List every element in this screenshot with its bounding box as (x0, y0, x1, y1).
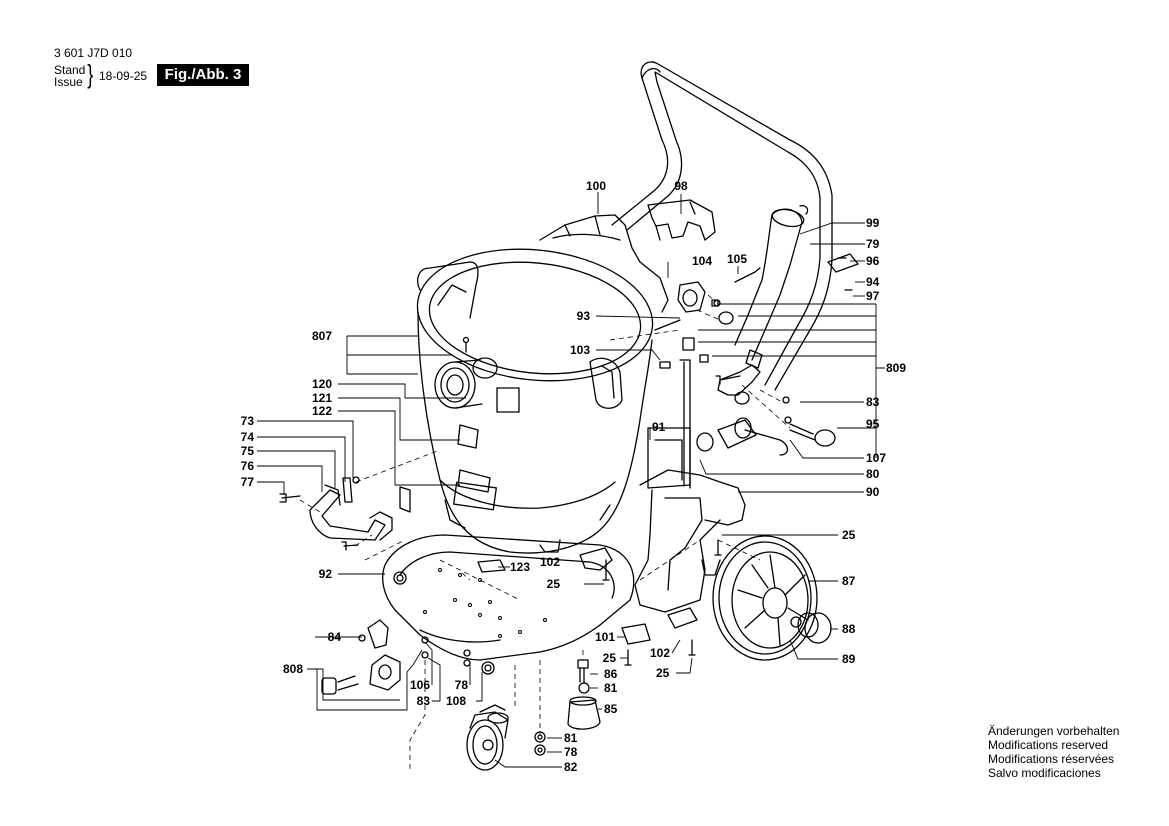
callout-121: 121 (312, 391, 332, 405)
callout-74: 74 (241, 430, 255, 444)
issue-label: Issue (54, 75, 83, 89)
callout-92: 92 (319, 567, 333, 581)
push-handle (611, 61, 833, 391)
swivel-caster (466, 704, 509, 771)
callout-76: 76 (241, 459, 255, 473)
callout-82: 82 (564, 760, 578, 774)
callout-79: 79 (866, 237, 880, 251)
callout-108: 108 (446, 694, 466, 708)
callout-104: 104 (692, 254, 712, 268)
callout-106: 106 (410, 678, 430, 692)
callout-103: 103 (570, 343, 590, 357)
callout-numbers: 100 98 99 79 104 105 96 94 97 93 809 103… (241, 179, 907, 774)
callout-25-b: 25 (547, 577, 561, 591)
issue-date: 18-09-25 (99, 69, 148, 83)
base-plate (382, 534, 635, 661)
callout-81-a: 81 (604, 681, 618, 695)
wheel-cap (790, 612, 832, 644)
callout-78-b: 78 (564, 745, 578, 759)
note-english: Modifications reserved (988, 738, 1109, 752)
callout-122: 122 (312, 404, 332, 418)
chassis-frame (634, 359, 746, 613)
callout-77: 77 (241, 475, 255, 489)
callout-78-a: 78 (455, 678, 469, 692)
note-french: Modifications réservées (988, 752, 1115, 766)
callout-101: 101 (595, 630, 615, 644)
callout-809: 809 (886, 361, 906, 375)
callout-96: 96 (866, 254, 880, 268)
callout-80: 80 (866, 467, 880, 481)
callout-105: 105 (727, 252, 747, 266)
dust-container (416, 248, 654, 554)
assembly-lines (299, 294, 791, 770)
rear-wheel (701, 535, 818, 661)
figure-label: Fig./Abb. 3 (157, 64, 249, 86)
callout-123: 123 (510, 560, 530, 574)
callout-808: 808 (283, 662, 303, 676)
hose-bracket (827, 253, 859, 273)
small-parts (421, 299, 721, 756)
callout-89: 89 (842, 652, 856, 666)
callout-88: 88 (842, 622, 856, 636)
side-handle (309, 476, 411, 541)
callout-93: 93 (577, 309, 591, 323)
callout-84: 84 (328, 630, 342, 644)
disclaimer-notes: Änderungen vorbehalten Modifications res… (988, 724, 1119, 780)
callout-94: 94 (866, 275, 880, 289)
foot-stopper (567, 659, 601, 730)
handle-holder (647, 199, 716, 241)
brace-symbol: } (87, 59, 94, 89)
document-number: 3 601 J7D 010 (54, 46, 133, 60)
callout-97: 97 (866, 289, 880, 303)
callout-85: 85 (604, 702, 618, 716)
caster-mount (321, 619, 401, 695)
callout-98: 98 (674, 179, 688, 193)
callout-99: 99 (866, 216, 880, 230)
callout-73: 73 (241, 414, 255, 428)
cable-clips (579, 547, 698, 645)
callout-91: 91 (652, 420, 666, 434)
callout-25-d: 25 (656, 666, 670, 680)
callout-86: 86 (604, 667, 618, 681)
callout-75: 75 (241, 444, 255, 458)
callout-25-c: 25 (603, 651, 617, 665)
callout-87: 87 (842, 574, 856, 588)
callout-102-b: 102 (650, 646, 670, 660)
note-spanish: Salvo modificaciones (988, 766, 1101, 780)
callout-120: 120 (312, 377, 332, 391)
callout-100: 100 (586, 179, 606, 193)
hose-clamp-parts (659, 281, 734, 369)
motor-head (539, 214, 669, 313)
suction-port (434, 336, 483, 409)
callout-95: 95 (866, 417, 880, 431)
callout-807: 807 (312, 329, 332, 343)
note-german: Änderungen vorbehalten (988, 724, 1120, 738)
callout-107: 107 (866, 451, 886, 465)
stand-label: Stand (54, 63, 86, 77)
callout-102-a: 102 (540, 555, 560, 569)
hose-connector (696, 349, 836, 456)
callout-25-a: 25 (842, 528, 856, 542)
callout-83-lower: 83 (417, 694, 431, 708)
callout-83-upper: 83 (866, 395, 880, 409)
callout-90: 90 (866, 485, 880, 499)
callout-81-b: 81 (564, 731, 578, 745)
leader-lines (257, 192, 885, 768)
hose-bend (734, 204, 809, 361)
tank-labels (457, 387, 520, 493)
